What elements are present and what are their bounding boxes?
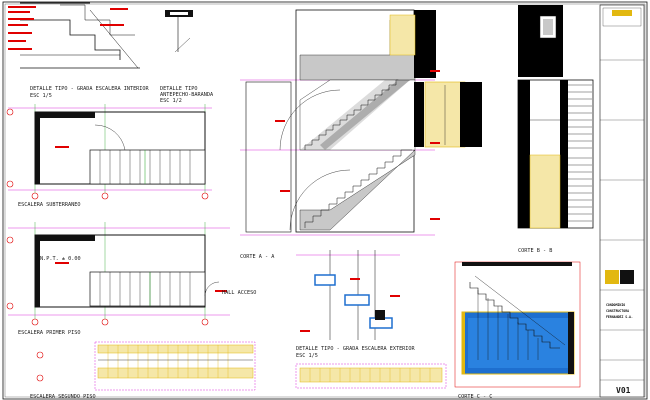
plan-stair-first-floor: N.P.T. ± 0.00 HALL ACCESO ESCALERA PRIME…: [6, 222, 256, 336]
detail-handrail-title: DETALLE TIPO: [160, 86, 197, 92]
section-c-c: CORTE C - C: [454, 261, 581, 400]
project-line-3: FERNANDEZ S.A.: [606, 315, 633, 319]
plan-stair-second-floor: ESCALERA SEGUNDO PISO: [30, 341, 256, 400]
logo-icon: [612, 10, 632, 16]
title-block: CONDOMINIO CONSTRUCTORA FERNANDEZ S.A. V…: [599, 4, 645, 398]
detail-handrail-scale: ESC 1/2: [160, 98, 182, 104]
red-callouts: [8, 6, 128, 50]
detail-interior-scale: ESC 1/5: [30, 93, 52, 99]
detail-handrail-name: ANTEPECHO-BARANDA: [160, 92, 214, 98]
plan-stair-basement: ESCALERA SUBTERRANEO: [6, 104, 212, 208]
project-line-1: CONDOMINIO: [606, 303, 625, 307]
stair-basement-label: ESCALERA SUBTERRANEO: [18, 202, 80, 208]
section-aa-label: CORTE A - A: [240, 254, 275, 260]
detail-stair-interior: DETALLE TIPO - GRADA ESCALERA INTERIOR E…: [8, 2, 150, 99]
sheet-number: V01: [616, 386, 631, 395]
detail-interior-title: DETALLE TIPO - GRADA ESCALERA INTERIOR: [30, 86, 150, 92]
detail-stair-exterior: DETALLE TIPO - GRADA ESCALERA EXTERIOR E…: [296, 250, 416, 359]
section-b-b: CORTE B - B: [517, 5, 594, 254]
level-first-floor: N.P.T. ± 0.00: [40, 256, 81, 262]
tb-logo: [605, 270, 634, 284]
plan-strip-bottom: [295, 363, 447, 389]
stair-first-floor-label: ESCALERA PRIMER PISO: [18, 330, 80, 336]
detail-exterior-title: DETALLE TIPO - GRADA ESCALERA EXTERIOR: [296, 346, 416, 352]
section-cc-label: CORTE C - C: [458, 394, 492, 400]
hall-access-label: HALL ACCESO: [222, 290, 256, 296]
detail-handrail: DETALLE TIPO ANTEPECHO-BARANDA ESC 1/2: [160, 10, 214, 104]
sheet-inner-border: [4, 3, 646, 398]
detail-exterior-scale: ESC 1/5: [296, 353, 318, 359]
section-a-a: CORTE A - A: [240, 9, 482, 260]
section-bb-label: CORTE B - B: [518, 248, 552, 254]
project-line-2: CONSTRUCTORA: [606, 309, 629, 313]
stair-second-floor-label: ESCALERA SEGUNDO PISO: [30, 394, 96, 400]
